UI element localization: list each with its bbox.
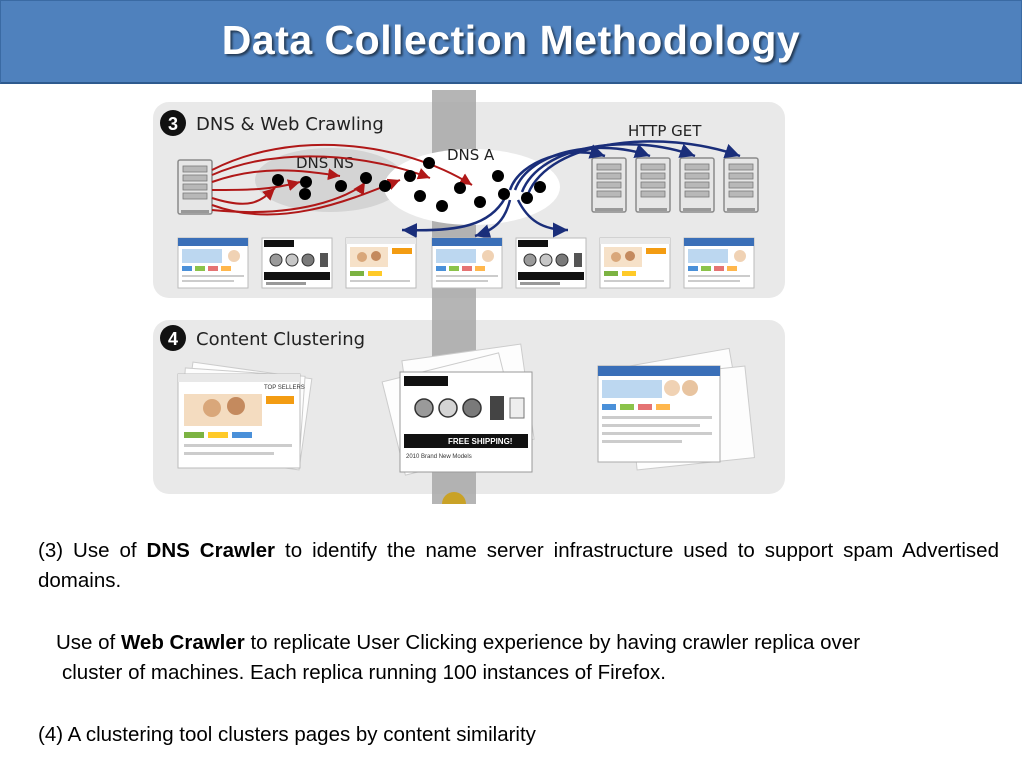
- dns-a-label: DNS A: [447, 146, 495, 164]
- step-3-number: 3: [168, 114, 178, 134]
- page-thumb-1: [177, 237, 249, 289]
- para2-prefix: Use of: [56, 631, 121, 654]
- http-server-1: [591, 157, 627, 213]
- para1-suffix: to identify the name server infrastructu…: [38, 539, 999, 592]
- cluster-2-brand-text: 2010 Brand New Models: [406, 454, 472, 460]
- page-thumb-5: [515, 237, 587, 289]
- cluster-1-store-text: TOP SELLERS: [264, 385, 305, 391]
- cluster-1: TOP SELLERS: [177, 361, 313, 471]
- title-bar: Data Collection Methodology: [0, 0, 1022, 84]
- cluster-2-shipping-text: FREE SHIPPING!: [448, 437, 512, 446]
- para2-bold-term: Web Crawler: [120, 631, 245, 654]
- step-3-badge: [160, 110, 186, 136]
- para2-line1: to replicate User Clicking experience by…: [244, 631, 861, 654]
- slide-title: Data Collection Methodology: [221, 17, 801, 63]
- para2-line2: cluster of machines. Each replica runnin…: [62, 661, 666, 684]
- page-thumb-7: [683, 237, 755, 289]
- http-server-4: [723, 157, 759, 213]
- paragraph-clustering: (4) A clustering tool clusters pages by …: [38, 723, 536, 746]
- dns-nodes: [272, 157, 546, 212]
- crawler-server: [177, 159, 213, 215]
- step-4-badge: [160, 325, 186, 351]
- page-thumb-2: [261, 237, 333, 289]
- http-server-2: [635, 157, 671, 213]
- http-get-arrows: [401, 140, 741, 239]
- cluster-2: FREE SHIPPING! 2010 Brand New Models: [381, 343, 535, 476]
- paragraph-dns-crawler: (3) Use of DNS Crawler to identify the n…: [38, 536, 999, 596]
- step-4-label: Content Clustering: [196, 329, 365, 350]
- step-4-number: 4: [168, 329, 178, 349]
- page-thumb-3: [345, 237, 417, 289]
- page-thumb-4: [431, 237, 503, 289]
- http-server-3: [679, 157, 715, 213]
- para1-bold-term: DNS Crawler: [146, 539, 276, 562]
- cluster-3: [597, 347, 756, 471]
- methodology-diagram: 3 DNS & Web Crawling DNS NS DNS A HTTP G…: [153, 90, 785, 504]
- step-3-label: DNS & Web Crawling: [196, 114, 384, 135]
- paragraph-web-crawler: Use of Web Crawler to replicate User Cli…: [56, 628, 996, 688]
- para1-prefix: (3) Use of: [38, 539, 147, 562]
- page-thumb-6: [599, 237, 671, 289]
- http-get-label: HTTP GET: [628, 122, 702, 140]
